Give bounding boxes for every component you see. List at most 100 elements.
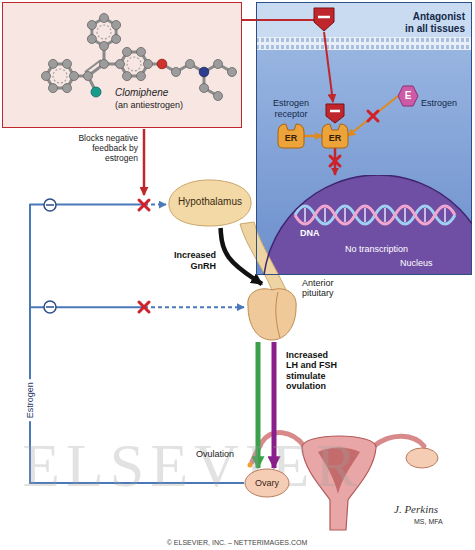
clomiphene-molecule-part-part — [53, 69, 67, 83]
clomiphene-molecule-part-part — [100, 14, 109, 23]
clomiphene-molecule-part-part — [84, 72, 93, 81]
pituitary-shape: Anterior pituitary — [244, 284, 300, 342]
clomiphene-molecule-part-part — [214, 60, 223, 69]
receptor-name: Estrogen receptor — [261, 98, 321, 119]
panel-title: Antagonist in all tissues — [403, 11, 465, 34]
drug-box-fill-part — [2, 2, 242, 128]
dna-helix-part — [295, 206, 455, 224]
result-note: No transcription — [345, 244, 408, 254]
nucleus-label: Nucleus — [400, 258, 433, 268]
clomiphene-molecule-part-part — [123, 72, 132, 81]
binding-arrow-part — [304, 135, 322, 138]
ovary-shape-outline-part — [245, 469, 289, 497]
binding-arrow — [304, 136, 322, 137]
clomiphene-molecule-part-part — [70, 72, 79, 81]
receptor-symbol: ER — [285, 133, 298, 143]
clomiphene-molecule-part-part — [116, 60, 125, 69]
estrogen-hexagon-outline-part — [398, 86, 418, 106]
inhibition-symbol-part — [46, 204, 54, 206]
clomiphene-symbol-part — [324, 32, 333, 102]
clomiphene-molecule-part-part — [97, 25, 111, 39]
edge-label: Increased LH and FSH stimulate ovulation — [286, 350, 340, 391]
block-x-mark — [139, 111, 378, 312]
organ-label: Anterior pituitary — [302, 278, 354, 299]
clomiphene-molecule-part-part — [127, 57, 141, 71]
dna-helix-part — [305, 208, 445, 222]
dna-helix-part-part — [344, 208, 346, 222]
bound-receptor-shape-outline-part — [322, 124, 348, 148]
dna-helix-part-part — [304, 208, 306, 222]
clomiphene-symbol — [256, 8, 344, 123]
clomiphene-molecule-part-part — [137, 72, 146, 81]
feedback-line-part — [144, 204, 166, 206]
drug-class: (an antiestrogen) — [115, 100, 183, 110]
block-x-mark-part — [139, 302, 149, 312]
clomiphene-molecule-part-part — [172, 68, 181, 77]
edge-label: Estrogen — [25, 379, 35, 421]
clomiphene-molecule-part — [42, 14, 237, 101]
receptor-symbol: ER — [329, 133, 342, 143]
cell-panel-fill-part — [256, 2, 472, 38]
organ-label: Hypothalamus — [178, 196, 242, 208]
feedback-line-part — [144, 306, 244, 308]
dna-helix-part-part — [444, 208, 446, 222]
dna-helix-part-part — [384, 208, 386, 222]
block-x-mark-part — [368, 111, 378, 121]
clomiphene-molecule-part — [157, 59, 167, 69]
clomiphene-molecule-part — [91, 87, 101, 97]
clomiphene-molecule-part-part — [87, 21, 96, 30]
hypothalamus-shape: Hypothalamus — [166, 176, 254, 228]
nucleus-fill — [263, 175, 472, 275]
clomiphene-molecule-part-part — [63, 84, 72, 93]
block-x-mark-part — [139, 200, 149, 210]
uterus-illustration-part — [406, 448, 438, 468]
hormone-name: Estrogen — [421, 98, 457, 108]
clomiphene-molecule-part-part — [49, 84, 58, 93]
clomiphene-molecule-part-part — [85, 60, 101, 72]
drug-name: Clomiphene — [115, 87, 168, 99]
clomiphene-symbol-part — [326, 104, 344, 123]
cell-panel-fill-part — [256, 45, 472, 49]
clomiphene-molecule-part-part — [112, 35, 121, 44]
callout-line-part — [242, 19, 256, 21]
block-x-mark-part — [368, 111, 378, 121]
dna-helix-part-part — [324, 208, 326, 222]
blocking-arrow-part — [143, 129, 146, 195]
clomiphene-molecule-part-part — [42, 72, 51, 81]
clomiphene-molecule-part — [46, 18, 232, 96]
hypothalamus-shape-outline-part — [169, 180, 251, 226]
callout-line — [242, 20, 256, 21]
clomiphene-molecule-part-part — [137, 47, 146, 56]
edge-label: Increased GnRH — [150, 250, 216, 271]
hormone-symbol: E — [405, 90, 412, 102]
inhibition-symbol-part — [46, 306, 54, 308]
clomiphene-molecule — [42, 14, 237, 101]
dna-label: DNA — [300, 228, 320, 238]
artist-signature: J. Perkins — [394, 503, 438, 516]
blocking-arrow — [144, 129, 145, 195]
nucleus-circle: DNA No transcriptionNucleus — [263, 175, 472, 275]
clomiphene-molecule-part-part — [123, 47, 132, 56]
part-label: Ovulation — [196, 449, 234, 459]
nucleus-circle-outline — [263, 175, 472, 275]
clomiphene-molecule-part-part — [100, 42, 109, 51]
pituitary-shape-outline-part — [248, 289, 296, 340]
dna-helix — [295, 206, 455, 224]
clomiphene-molecule-part-part — [63, 59, 72, 68]
bound-receptor-shape: ER — [322, 124, 348, 148]
dna-helix-part-part — [404, 208, 406, 222]
uterus-illustration-part — [374, 436, 424, 446]
callout-note: Blocks negative feedback by estrogen — [72, 134, 138, 163]
blocked-binding-arrow — [348, 96, 398, 136]
clomiphene-symbol-part — [256, 19, 314, 21]
clomiphene-molecule-part-part — [112, 21, 121, 30]
pituitary-shape-outline-part — [276, 292, 280, 338]
ovary-shape: Ovary — [244, 468, 290, 498]
clomiphene-molecule-part-part — [100, 60, 109, 69]
artist-credentials: MS, MFA — [414, 518, 443, 526]
dna-helix-part-part — [364, 208, 366, 222]
cell-panel-fill — [256, 2, 472, 275]
clomiphene-molecule-part-part — [144, 60, 153, 69]
clomiphene-molecule-part-part — [186, 60, 195, 69]
cell-panel: Antagonist in all tissuesE EstrogenER Estr… — [256, 2, 472, 275]
